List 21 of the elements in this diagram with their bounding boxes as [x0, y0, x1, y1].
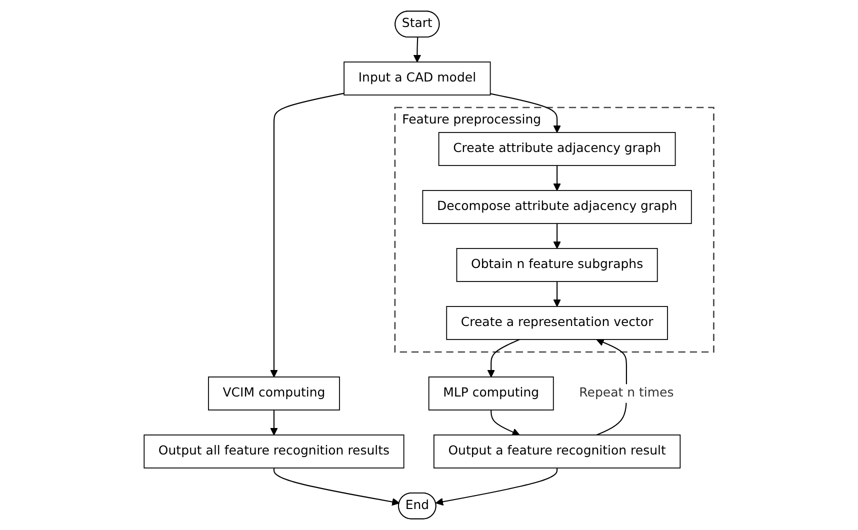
- node-box: Output all feature recognition results: [144, 434, 404, 468]
- arrow: [553, 224, 562, 249]
- node-box: Obtain n feature subgraphs: [456, 248, 658, 282]
- node-box: VCIM computing: [208, 376, 340, 410]
- arrow: [270, 410, 278, 436]
- node-box: MLP computing: [428, 376, 554, 410]
- arrow: [490, 93, 562, 133]
- node-box: Decompose attribute adjacency graph: [422, 190, 692, 224]
- edge-label: Repeat n times: [579, 386, 674, 400]
- arrow: [487, 339, 520, 378]
- node-box: Create a representation vector: [446, 306, 668, 340]
- arrow: [553, 166, 562, 191]
- arrow: [413, 37, 422, 62]
- arrow: [490, 410, 520, 436]
- arrow: [553, 282, 562, 307]
- arrow: [270, 92, 344, 378]
- node-box: Create attribute adjacency graph: [438, 132, 676, 166]
- arrow: [436, 468, 558, 506]
- arrow: [274, 468, 400, 506]
- node-box: Output a feature recognition result: [434, 434, 681, 468]
- node-box: Input a CAD model: [344, 62, 491, 96]
